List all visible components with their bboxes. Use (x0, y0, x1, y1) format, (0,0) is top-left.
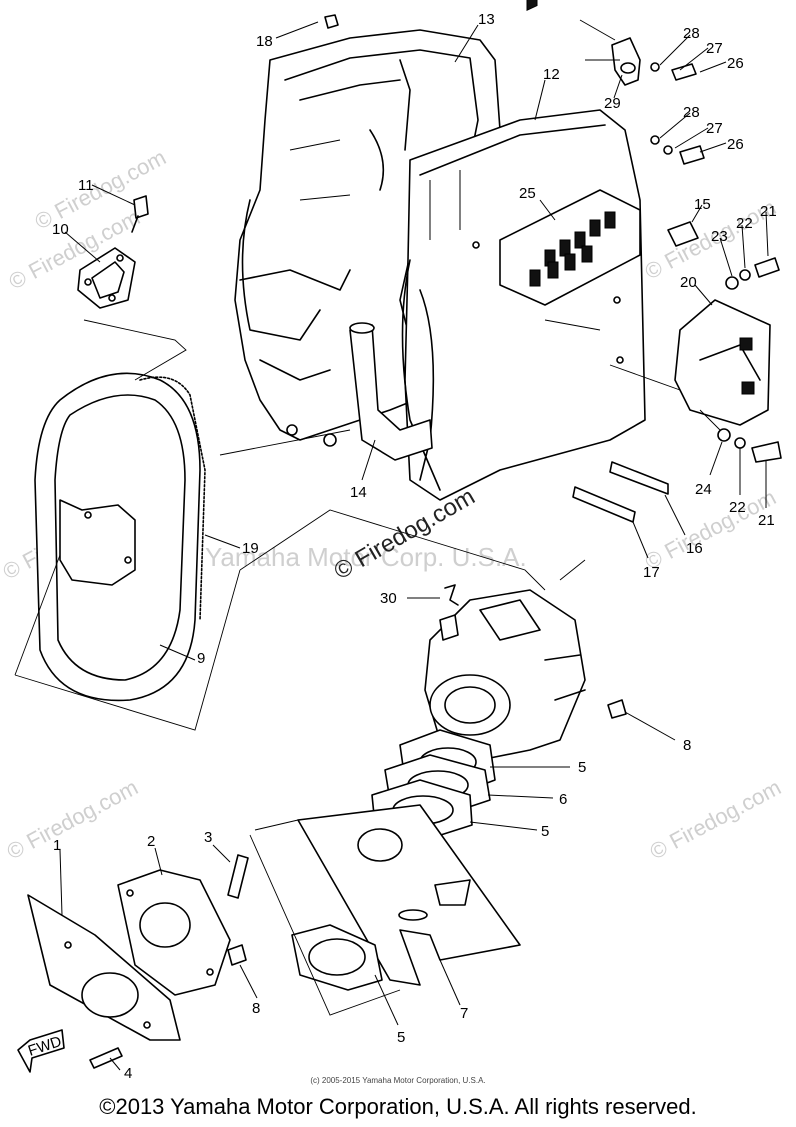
footer-copyright: ©2013 Yamaha Motor Corporation, U.S.A. A… (99, 1094, 697, 1119)
callout-23: 23 (711, 228, 728, 245)
callout-25: 25 (519, 185, 536, 202)
reference-lines (14, 19, 721, 1016)
callout-12: 12 (543, 66, 560, 83)
callout-15: 15 (694, 196, 711, 213)
callout-30: 30 (380, 590, 397, 607)
callout-5a: 5 (578, 759, 586, 776)
callout-28b: 28 (683, 104, 700, 121)
callout-leaders (59, 21, 769, 1071)
callout-20: 20 (680, 274, 697, 291)
callout-2: 2 (147, 833, 155, 850)
callout-27a: 27 (706, 40, 723, 57)
callout-6: 6 (559, 791, 567, 808)
callout-5b: 5 (541, 823, 549, 840)
part-29-clip (611, 37, 641, 86)
callout-3: 3 (204, 829, 212, 846)
part-19-seal (139, 376, 206, 621)
callout-11: 11 (78, 177, 94, 194)
part-10-plate (77, 247, 136, 309)
part-11-bolt (131, 195, 149, 233)
watermark-firedog: © Firedog.com (646, 774, 785, 864)
callout-17: 17 (643, 564, 660, 581)
small-copyright: (c) 2005-2015 Yamaha Motor Corporation, … (310, 1076, 486, 1085)
part-7-plate (297, 804, 521, 986)
callout-13: 13 (478, 11, 495, 28)
part-20-bracket (674, 299, 771, 426)
carburetor (424, 584, 586, 761)
callout-26b: 26 (727, 136, 744, 153)
callout-8b: 8 (252, 1000, 260, 1017)
watermark-yamaha: Yamaha Motor Corp. U.S.A. (205, 542, 527, 572)
callout-21b: 21 (758, 512, 775, 529)
fwd-label: FWD (26, 1033, 64, 1060)
part-2-spacer (117, 869, 231, 996)
part-12-housing (401, 109, 646, 501)
callout-21a: 21 (760, 203, 777, 220)
hardware-bolts (324, 14, 782, 523)
callout-numbers: 18 13 12 11 10 25 28 27 26 29 28 27 26 1… (52, 11, 777, 1082)
watermark-firedog: © Firedog.com (3, 774, 142, 864)
callout-22a: 22 (736, 215, 753, 232)
part-25-terminal (499, 0, 641, 306)
callout-16: 16 (686, 540, 703, 557)
callout-22b: 22 (729, 499, 746, 516)
callout-19: 19 (242, 540, 259, 557)
callout-10: 10 (52, 221, 69, 238)
callout-8a: 8 (683, 737, 691, 754)
callout-1: 1 (53, 837, 61, 854)
callout-9: 9 (197, 650, 205, 667)
part-5-gasket-lower (291, 924, 383, 991)
callout-4: 4 (124, 1065, 132, 1082)
callout-27b: 27 (706, 120, 723, 137)
callout-28a: 28 (683, 25, 700, 42)
callout-5c: 5 (397, 1029, 405, 1046)
fwd-arrow: FWD (17, 1029, 65, 1073)
callout-18: 18 (256, 33, 273, 50)
callout-24: 24 (695, 481, 712, 498)
callout-26a: 26 (727, 55, 744, 72)
fasteners-lower (89, 699, 627, 1069)
callout-14: 14 (350, 484, 367, 501)
part-13-cover (234, 29, 501, 447)
callout-7: 7 (460, 1005, 468, 1022)
callout-29: 29 (604, 95, 621, 112)
part-1-plate (27, 894, 181, 1041)
